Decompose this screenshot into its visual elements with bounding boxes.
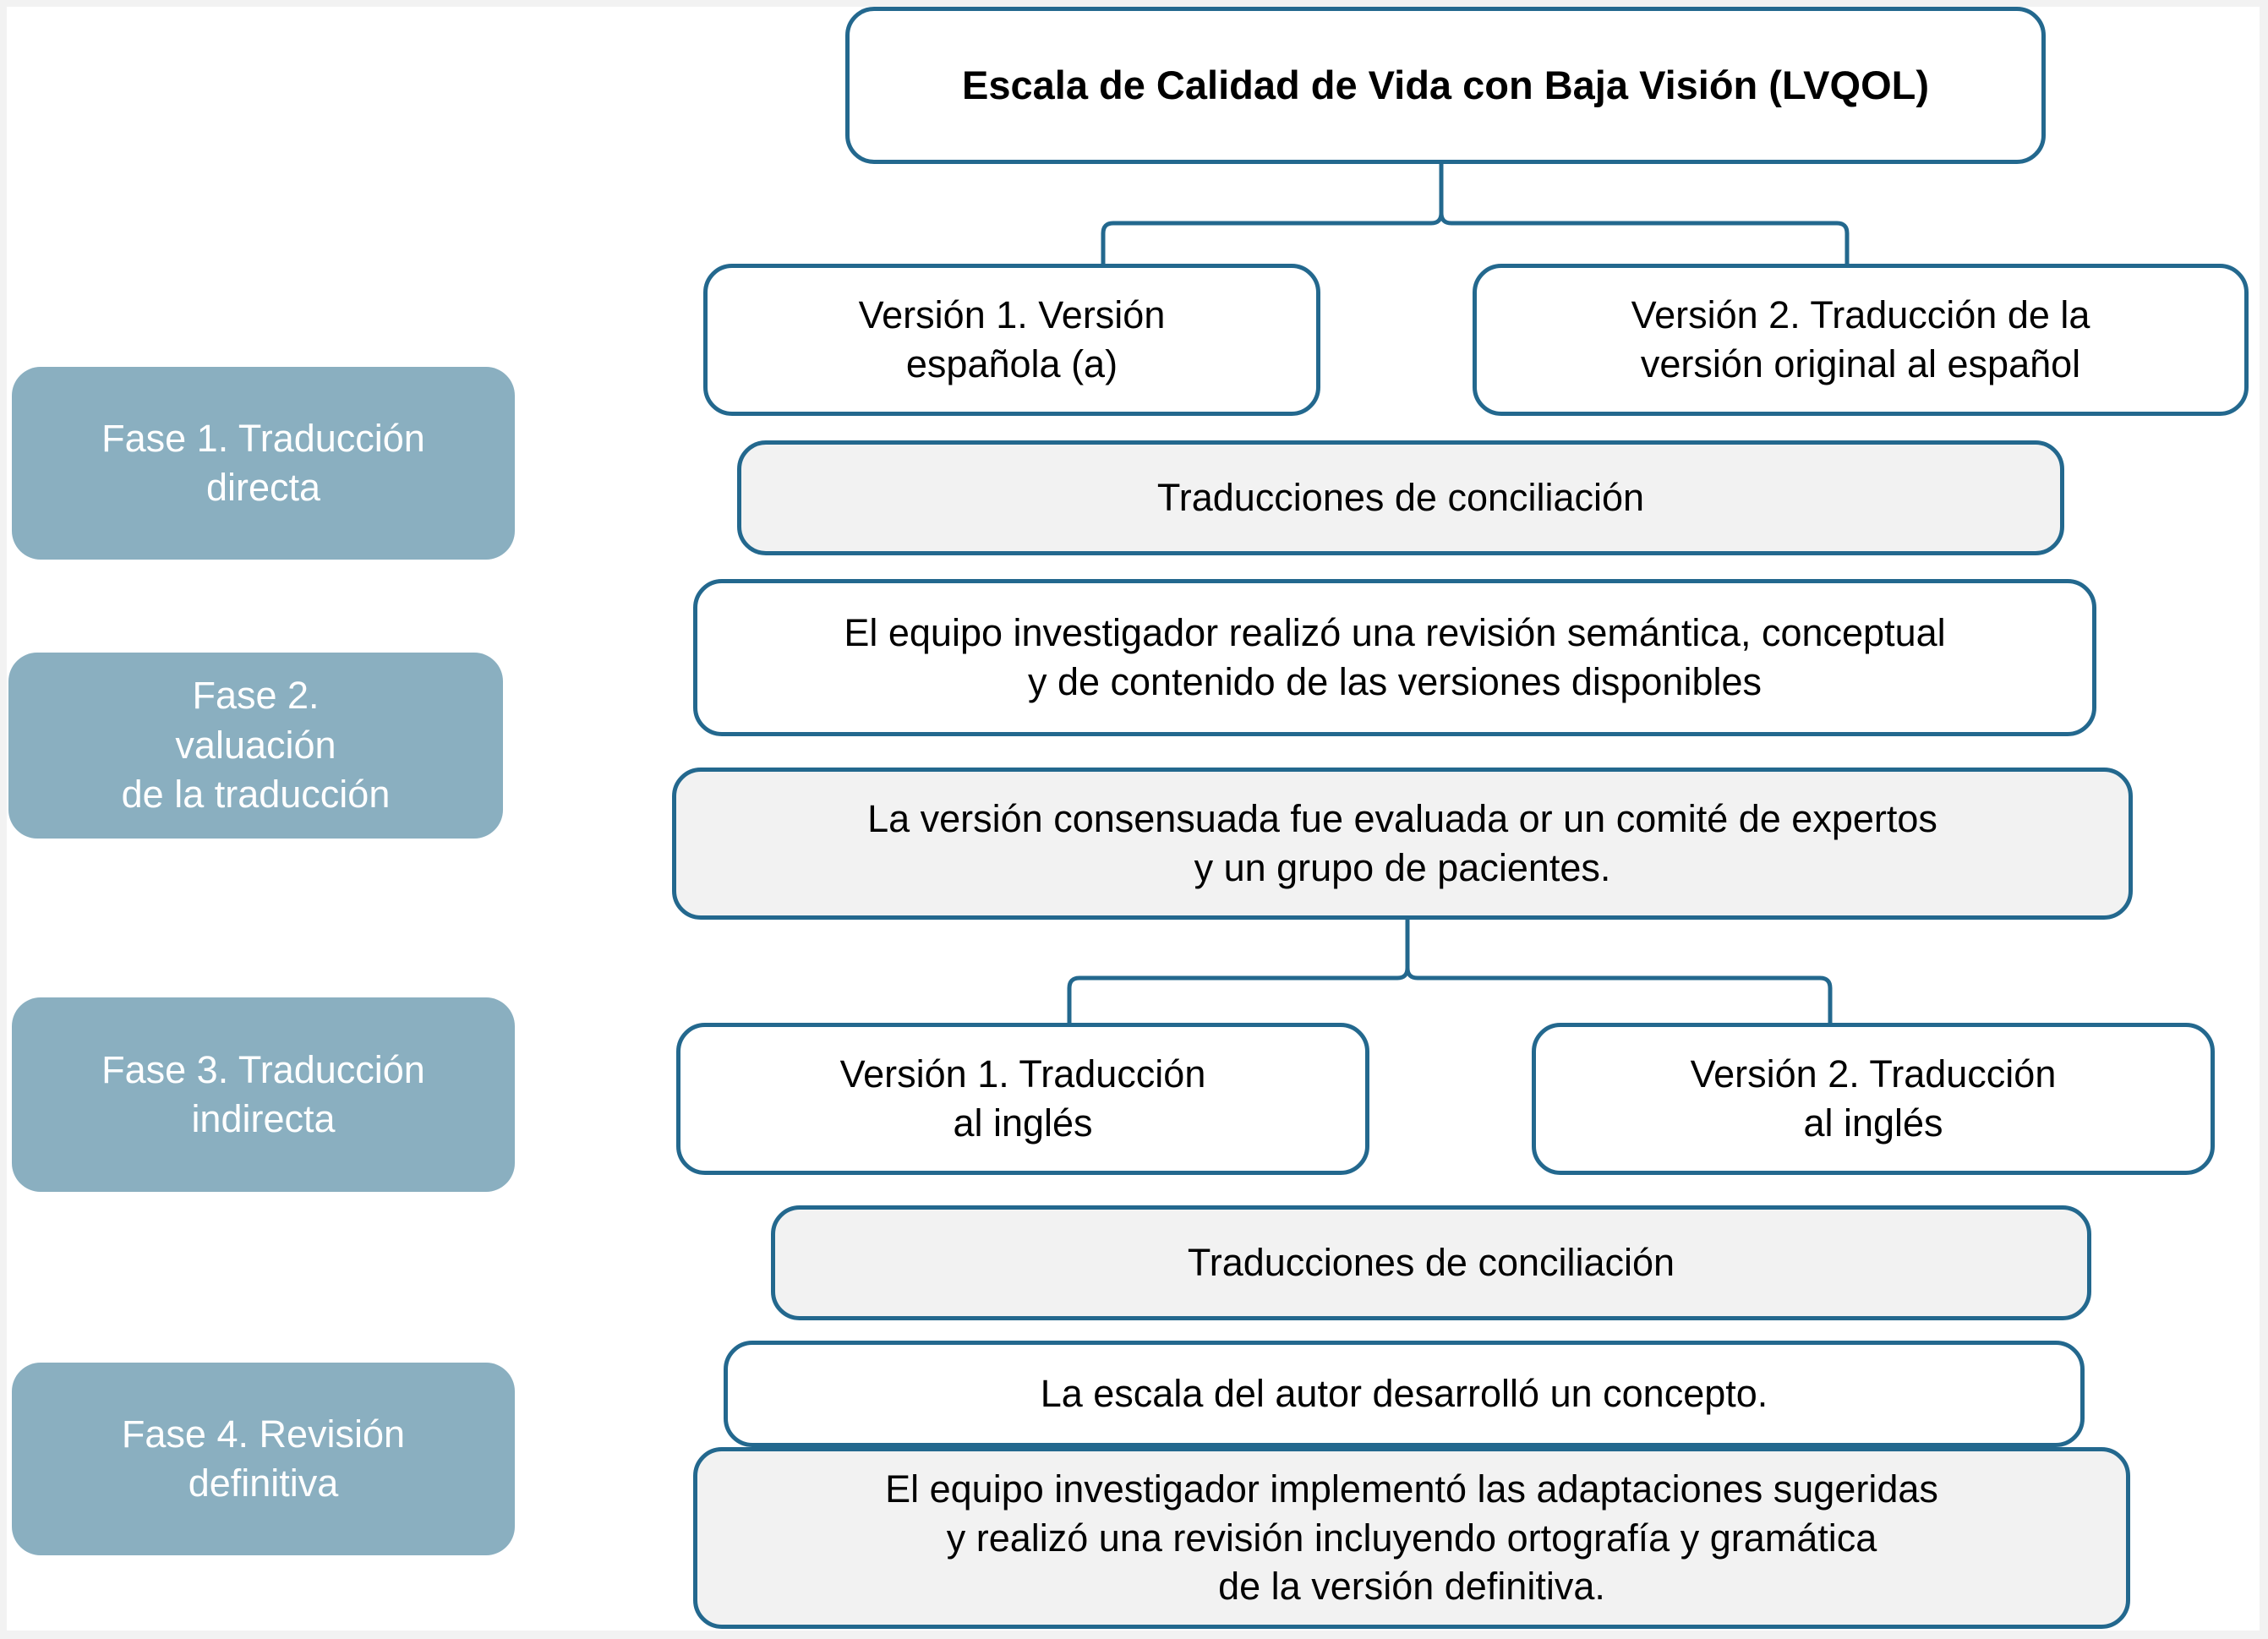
phase-label-fase-1: Fase 1. Traducción directa <box>12 367 515 560</box>
node-version-2-traduccion-espanol: Versión 2. Traducción de la versión orig… <box>1473 264 2249 416</box>
node-version-consensuada: La versión consensuada fue evaluada or u… <box>672 768 2133 920</box>
phase-label-fase-2: Fase 2. valuación de la traducción <box>8 653 503 839</box>
node-version-1-espanola: Versión 1. Versión española (a) <box>703 264 1320 416</box>
connector-root-to-versions <box>1082 162 1902 281</box>
node-version-2-traduccion-ingles: Versión 2. Traducción al inglés <box>1532 1023 2215 1175</box>
node-revision-semantica: El equipo investigador realizó una revis… <box>693 579 2096 736</box>
node-traducciones-conciliacion-2: Traducciones de conciliación <box>771 1205 2091 1320</box>
phase-label-fase-4: Fase 4. Revisión definitiva <box>12 1363 515 1555</box>
frame-edge-right <box>2260 0 2268 1639</box>
node-traducciones-conciliacion-1: Traducciones de conciliación <box>737 440 2064 555</box>
frame-edge-top <box>0 0 2268 7</box>
frame-edge-bottom <box>0 1631 2268 1639</box>
phase-label-fase-3: Fase 3. Traducción indirecta <box>12 997 515 1192</box>
node-version-1-traduccion-ingles: Versión 1. Traducción al inglés <box>676 1023 1369 1175</box>
node-title-lvqol: Escala de Calidad de Vida con Baja Visió… <box>845 7 2046 164</box>
connector-consensuada-to-translations <box>1048 917 1894 1035</box>
node-adaptaciones-sugeridas: El equipo investigador implementó las ad… <box>693 1447 2130 1629</box>
node-escala-autor: La escala del autor desarrolló un concep… <box>724 1341 2085 1447</box>
frame-edge-left <box>0 0 7 1639</box>
